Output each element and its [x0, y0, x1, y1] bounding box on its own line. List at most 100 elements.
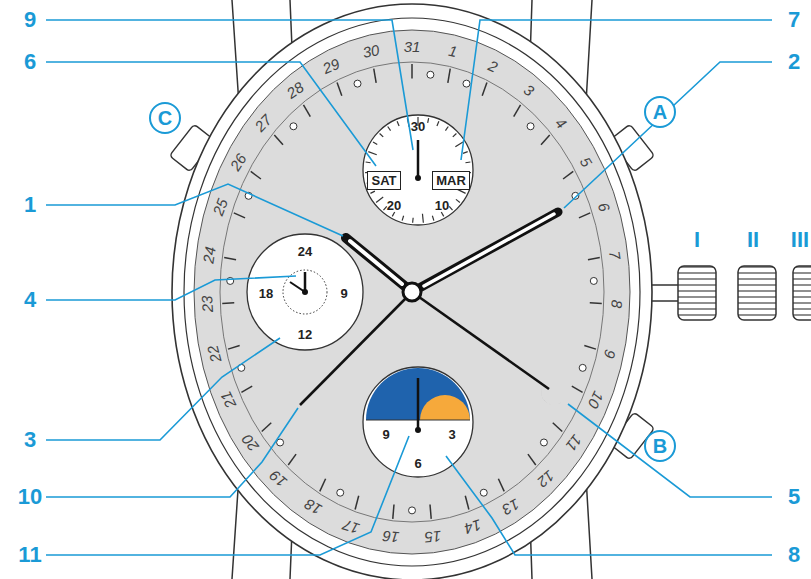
- date-dot: [354, 80, 361, 87]
- node-text: C: [158, 108, 172, 128]
- node-text: B: [653, 436, 667, 456]
- date-hand: [417, 140, 420, 178]
- subdial-tick: [449, 206, 452, 210]
- subdial-ticks: [365, 117, 471, 223]
- date-tick: [572, 386, 583, 392]
- subdial-tick: [437, 121, 439, 126]
- subdial-numeral: 12: [298, 328, 312, 341]
- date-tick: [234, 213, 245, 218]
- subdial-tick: [366, 161, 371, 163]
- subdial-numeral: 9: [382, 428, 389, 441]
- subdial-tick: [463, 152, 468, 154]
- callout-number: 8: [788, 544, 800, 566]
- pivot: [415, 427, 421, 433]
- subdial-tick: [376, 197, 383, 203]
- date-numeral: 31: [404, 39, 421, 54]
- subdial-numeral: 6: [414, 457, 421, 470]
- date-tick: [241, 386, 252, 392]
- hour24-subdial: [247, 234, 363, 350]
- date-tick: [355, 496, 359, 510]
- subdial-tick: [456, 199, 460, 202]
- subdial-numeral: 30: [411, 120, 425, 133]
- case: [172, 4, 652, 579]
- date-tick: [553, 423, 562, 432]
- moon-subdial: [363, 367, 473, 477]
- subdial-tick: [380, 133, 384, 136]
- date-dot: [409, 507, 416, 514]
- subdial-tick: [428, 118, 429, 123]
- date-numeral: 7: [607, 249, 623, 260]
- callout-number: 7: [788, 9, 800, 31]
- date-tick: [584, 346, 596, 350]
- subdial-tick: [388, 126, 391, 130]
- date-dot: [290, 123, 297, 130]
- date-tick: [541, 135, 550, 145]
- subdial-tick: [458, 189, 466, 193]
- date-dot: [590, 277, 597, 284]
- subdial-numeral: 18: [259, 287, 273, 300]
- day-window: SAT: [367, 171, 401, 190]
- position-label: I: [694, 229, 700, 251]
- date-numeral: 8: [609, 300, 624, 309]
- date-tick: [430, 505, 431, 519]
- date-tick: [590, 302, 602, 304]
- date-tick: [222, 302, 234, 304]
- date-tick: [262, 423, 271, 432]
- subdial-tick: [453, 133, 457, 136]
- date-tick: [320, 479, 326, 492]
- date-dot: [579, 364, 586, 371]
- subdial-numeral: 3: [448, 428, 455, 441]
- moon-disc: [420, 395, 470, 420]
- bezel: [184, 18, 640, 566]
- subdial-numeral: 9: [340, 287, 347, 300]
- subdial-tick: [392, 212, 394, 216]
- date-tick: [465, 496, 469, 510]
- date-tick: [303, 105, 310, 117]
- date-tick: [393, 505, 394, 519]
- node-text: SAT: [371, 174, 396, 187]
- date-tick: [224, 257, 236, 259]
- date-tick: [411, 64, 413, 78]
- subdial-tick: [412, 218, 414, 223]
- position-label: II: [747, 229, 759, 251]
- date-numeral: 30: [361, 42, 380, 60]
- subdial-tick: [402, 216, 403, 221]
- callout-number: 1: [24, 194, 36, 216]
- date-subdial: [363, 115, 473, 225]
- date-dot: [277, 439, 284, 446]
- date-dot: [427, 71, 434, 78]
- pusher-label: A: [644, 96, 676, 128]
- subdial-tick: [383, 206, 386, 210]
- date-tick: [251, 171, 261, 179]
- date-tick: [274, 135, 283, 145]
- moon-hand: [417, 378, 420, 430]
- subdial-tick: [397, 121, 399, 126]
- date-tick: [514, 105, 521, 117]
- node-text: A: [653, 102, 667, 122]
- main-hands: [300, 212, 562, 405]
- date-numeral: 24: [201, 245, 218, 264]
- leader-lines: [46, 20, 772, 555]
- subdial-tick: [368, 152, 376, 155]
- position-label: III: [791, 229, 809, 251]
- date-numeral: 15: [424, 528, 442, 545]
- date-tick: [337, 82, 342, 95]
- subdial-tick: [422, 214, 424, 223]
- date-tick: [482, 82, 487, 95]
- date-tick: [374, 69, 376, 83]
- date-numeral: 23: [199, 296, 215, 313]
- date-dot: [480, 489, 487, 496]
- callout-number: 9: [24, 9, 36, 31]
- dial: [194, 30, 630, 554]
- date-numeral: 16: [382, 528, 400, 545]
- date-tick: [498, 479, 504, 492]
- date-dot: [463, 80, 470, 87]
- pivot: [415, 175, 421, 181]
- pivot: [302, 289, 308, 295]
- pusher-label: C: [149, 102, 181, 134]
- subdial-tick: [445, 126, 448, 130]
- month-window: MAR: [432, 171, 470, 190]
- date-tick: [288, 454, 296, 465]
- callout-number: 4: [24, 289, 36, 311]
- date-tick: [579, 213, 590, 218]
